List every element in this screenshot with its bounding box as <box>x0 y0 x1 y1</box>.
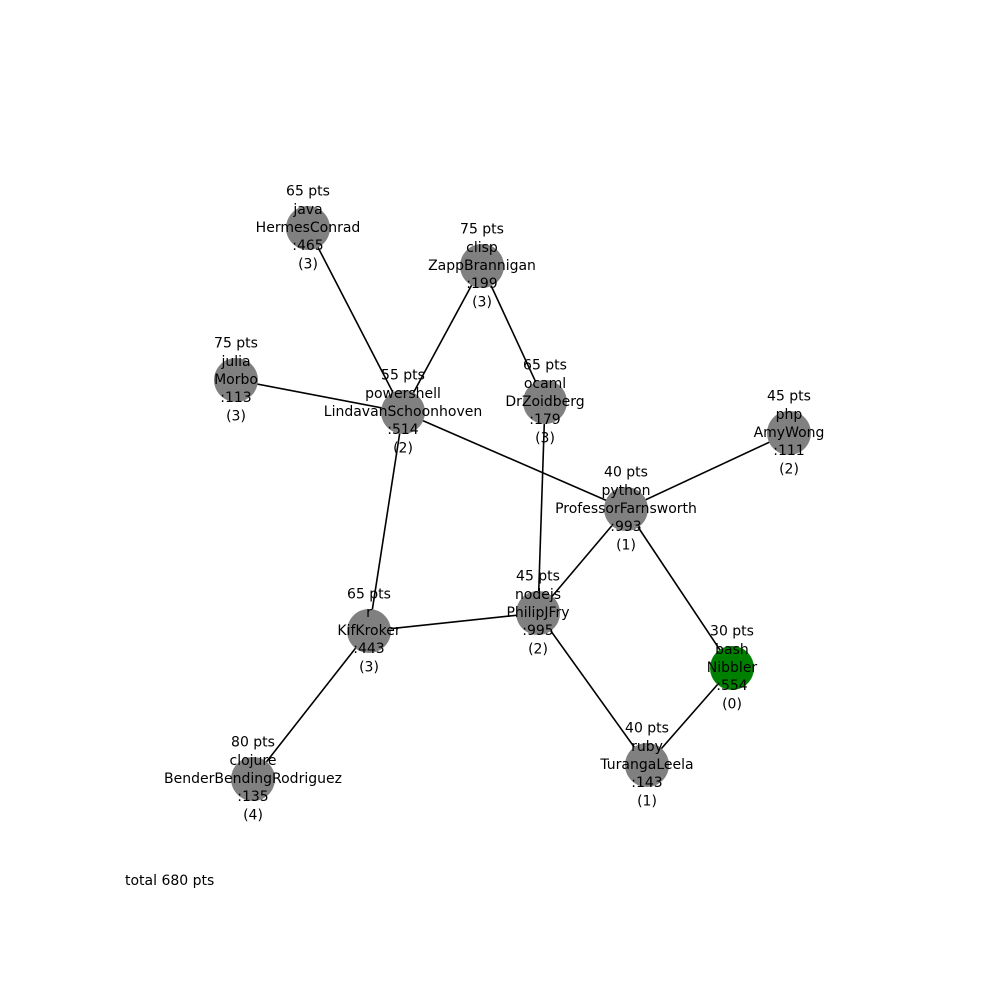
node-r-score-label: :443 <box>353 641 384 657</box>
node-java-points-label: 65 pts <box>286 184 330 200</box>
node-ruby[interactable] <box>625 743 669 787</box>
edge-clisp-ocaml <box>481 265 546 403</box>
node-python-score-label: :993 <box>610 519 641 535</box>
edge-powershell-r <box>368 411 404 632</box>
node-powershell-lang-label: powershell <box>365 386 441 402</box>
node-clisp-score-label: :199 <box>466 276 497 292</box>
node-php[interactable] <box>767 411 811 455</box>
node-java[interactable] <box>286 206 330 250</box>
node-clojure[interactable] <box>231 757 275 801</box>
edge-clisp-powershell <box>402 265 483 413</box>
nodes-layer <box>214 206 811 801</box>
node-java-lang-label: java <box>292 202 322 218</box>
node-ocaml-lang-label: ocaml <box>524 376 566 392</box>
node-ruby-depth-label: (1) <box>637 793 657 809</box>
node-nodejs[interactable] <box>516 591 560 635</box>
node-r-lang-label: r <box>366 605 372 621</box>
node-ocaml-points-label: 65 pts <box>523 358 567 374</box>
node-clojure-depth-label: (4) <box>243 807 263 823</box>
edge-nodejs-ruby <box>537 612 648 766</box>
total-points-label: total 680 pts <box>125 873 215 889</box>
node-clisp-lang-label: clisp <box>466 240 498 256</box>
node-nodejs-score-label: :995 <box>522 623 553 639</box>
node-python-user-label: ProfessorFarnsworth <box>555 501 697 517</box>
node-clojure-lang-label: clojure <box>230 753 277 769</box>
node-php-points-label: 45 pts <box>767 389 811 405</box>
node-python[interactable] <box>604 487 648 531</box>
node-julia-user-label: Morbo <box>214 372 258 388</box>
edge-java-powershell <box>307 227 404 413</box>
node-ruby-points-label: 40 pts <box>625 721 669 737</box>
edge-powershell-python <box>402 411 627 510</box>
node-bash-lang-label: bash <box>715 642 749 658</box>
node-julia-points-label: 75 pts <box>214 336 258 352</box>
edge-python-nodejs <box>537 508 627 614</box>
node-php-lang-label: php <box>776 407 803 423</box>
node-powershell-points-label: 55 pts <box>381 368 425 384</box>
node-ruby-lang-label: ruby <box>631 739 663 755</box>
node-clojure-score-label: :135 <box>237 789 268 805</box>
node-nodejs-depth-label: (2) <box>528 641 548 657</box>
node-ruby-score-label: :143 <box>631 775 662 791</box>
node-java-user-label: HermesConrad <box>256 220 361 236</box>
edges-layer <box>235 227 790 780</box>
node-ocaml-score-label: :179 <box>529 412 560 428</box>
node-julia[interactable] <box>214 358 258 402</box>
node-php-depth-label: (2) <box>779 461 799 477</box>
node-clisp[interactable] <box>460 244 504 288</box>
node-php-score-label: :111 <box>773 443 804 459</box>
node-clojure-user-label: BenderBendingRodriguez <box>164 771 342 787</box>
node-julia-score-label: :113 <box>220 390 251 406</box>
node-powershell[interactable] <box>381 390 425 434</box>
node-java-depth-label: (3) <box>298 256 318 272</box>
node-bash-user-label: Nibbler <box>707 660 758 676</box>
node-r[interactable] <box>347 609 391 653</box>
edge-python-bash <box>625 508 733 669</box>
node-php-user-label: AmyWong <box>754 425 825 441</box>
edge-ocaml-nodejs <box>537 401 546 614</box>
node-r-user-label: KifKroker <box>337 623 400 639</box>
edge-julia-powershell <box>235 379 404 413</box>
node-r-points-label: 65 pts <box>347 587 391 603</box>
node-bash-points-label: 30 pts <box>710 624 754 640</box>
node-clojure-points-label: 80 pts <box>231 735 275 751</box>
node-powershell-user-label: LindavanSchoonhoven <box>324 404 482 420</box>
node-ocaml-depth-label: (3) <box>535 430 555 446</box>
node-julia-lang-label: julia <box>220 354 250 370</box>
node-powershell-score-label: :514 <box>387 422 419 438</box>
node-ocaml[interactable] <box>523 380 567 424</box>
node-clisp-depth-label: (3) <box>472 294 492 310</box>
node-python-lang-label: python <box>602 483 651 499</box>
node-ruby-user-label: TurangaLeela <box>599 757 693 773</box>
node-r-depth-label: (3) <box>359 659 379 675</box>
node-julia-depth-label: (3) <box>226 408 246 424</box>
node-clisp-points-label: 75 pts <box>460 222 504 238</box>
node-bash[interactable] <box>710 646 754 690</box>
node-bash-score-label: :554 <box>716 678 748 694</box>
node-nodejs-points-label: 45 pts <box>516 569 560 585</box>
node-nodejs-lang-label: nodejs <box>515 587 561 603</box>
node-powershell-depth-label: (2) <box>393 440 413 456</box>
edge-r-nodejs <box>368 612 539 632</box>
node-ocaml-user-label: DrZoidberg <box>505 394 584 410</box>
node-java-score-label: :465 <box>292 238 323 254</box>
edge-php-python <box>625 432 790 510</box>
node-bash-depth-label: (0) <box>722 696 742 712</box>
node-python-points-label: 40 pts <box>604 465 648 481</box>
node-clisp-user-label: ZappBrannigan <box>428 258 536 274</box>
edge-r-clojure <box>252 630 370 780</box>
node-python-depth-label: (1) <box>616 537 636 553</box>
node-nodejs-user-label: PhilipJFry <box>506 605 569 621</box>
